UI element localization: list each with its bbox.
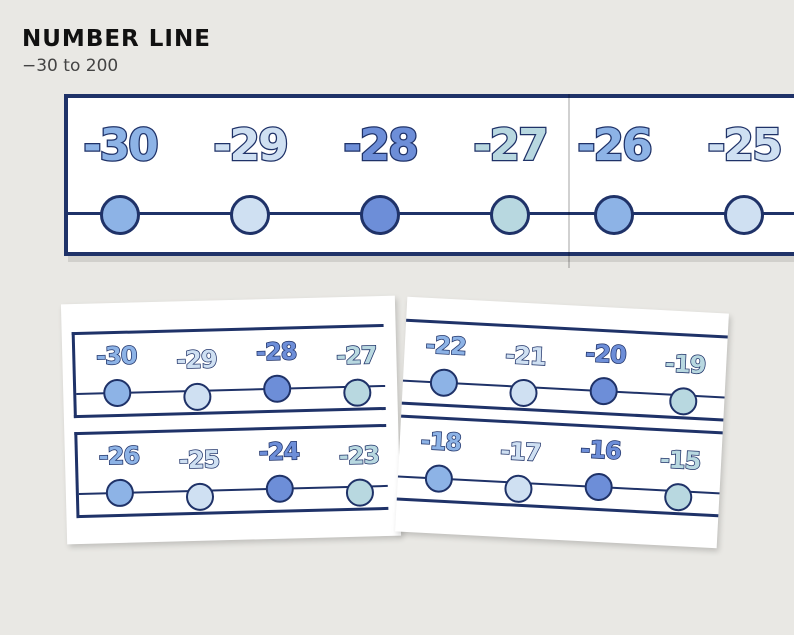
number-dot bbox=[583, 472, 614, 502]
banner-cell: -25 bbox=[684, 98, 794, 248]
card-left-strip-1: -30 -29 -28 -27 bbox=[71, 323, 386, 419]
strip-cell: -19 bbox=[647, 341, 721, 425]
number-dot bbox=[185, 482, 215, 512]
strip-cell: -25 bbox=[163, 437, 235, 519]
number-dot bbox=[424, 463, 454, 494]
number-label: -15 bbox=[659, 444, 702, 476]
number-label: -16 bbox=[579, 434, 622, 466]
number-label: -25 bbox=[178, 445, 221, 476]
banner-cell: -30 bbox=[60, 98, 180, 248]
number-label: -29 bbox=[175, 345, 218, 376]
number-dot bbox=[102, 378, 132, 408]
banner-number-line bbox=[68, 212, 794, 215]
number-dot bbox=[100, 195, 140, 235]
strip-cell: -15 bbox=[642, 436, 716, 520]
number-dot bbox=[345, 478, 375, 508]
number-label: -18 bbox=[419, 426, 462, 458]
strip-cell: -17 bbox=[482, 428, 556, 512]
number-label: -27 bbox=[335, 340, 378, 371]
number-dot bbox=[668, 386, 698, 417]
strip-cell: -18 bbox=[403, 418, 477, 502]
banner-cell: -29 bbox=[190, 98, 310, 248]
strip-cell: -27 bbox=[321, 333, 393, 415]
strip-cell: -29 bbox=[161, 337, 233, 419]
banner-cell: -26 bbox=[554, 98, 674, 248]
number-dot bbox=[724, 195, 764, 235]
number-label: -19 bbox=[664, 349, 707, 381]
strip-cell: -30 bbox=[81, 333, 153, 415]
page-title: NUMBER LINE bbox=[22, 26, 211, 52]
page-subtitle: −30 to 200 bbox=[22, 56, 119, 76]
strip-cell: -28 bbox=[241, 329, 313, 411]
card-left-strip-2: -26 -25 -24 -23 bbox=[74, 423, 389, 519]
banner-seam bbox=[568, 94, 570, 268]
card-left: -30 -29 -28 -27 -26 -25 -24 -23 bbox=[60, 295, 402, 545]
number-dot bbox=[663, 482, 693, 512]
number-dot bbox=[183, 382, 212, 412]
number-label: -23 bbox=[338, 440, 381, 471]
number-dot bbox=[594, 195, 634, 235]
number-dot bbox=[262, 374, 292, 404]
number-label: -26 bbox=[576, 119, 654, 173]
number-label: -28 bbox=[342, 119, 420, 173]
number-label: -29 bbox=[212, 119, 290, 173]
strip-cell: -24 bbox=[243, 429, 315, 511]
number-dot bbox=[105, 478, 135, 508]
strip-cell: -16 bbox=[563, 426, 637, 510]
number-label: -20 bbox=[584, 338, 627, 370]
number-label: -30 bbox=[95, 341, 138, 372]
number-dot bbox=[429, 368, 459, 398]
number-line-banner: -30 -29 -28 -27 -26 -25 bbox=[64, 94, 794, 256]
card-right-strip-2: -18 -17 -16 -15 bbox=[396, 414, 723, 520]
number-dot bbox=[588, 376, 619, 406]
strip-cell: -21 bbox=[487, 332, 561, 416]
number-label: -30 bbox=[82, 119, 160, 173]
strip-cell: -20 bbox=[568, 330, 642, 414]
number-dot bbox=[490, 195, 530, 235]
number-label: -25 bbox=[706, 119, 784, 173]
number-dot bbox=[342, 378, 372, 408]
number-dot bbox=[508, 378, 539, 408]
number-dot bbox=[503, 474, 534, 504]
strip-cell: -22 bbox=[408, 322, 482, 406]
strip-cell: -23 bbox=[323, 433, 395, 515]
card-right-strip-1: -22 -21 -20 -19 bbox=[401, 318, 728, 425]
strip-cell: -26 bbox=[83, 433, 155, 515]
number-label: -28 bbox=[255, 337, 298, 368]
number-label: -24 bbox=[258, 436, 301, 467]
number-label: -22 bbox=[424, 330, 467, 362]
card-right: -22 -21 -20 -19 -18 -17 -16 -15 bbox=[395, 296, 729, 549]
number-label: -27 bbox=[472, 119, 550, 173]
number-dot bbox=[230, 195, 270, 235]
number-dot bbox=[265, 474, 295, 504]
number-label: -17 bbox=[499, 436, 542, 468]
banner-cell: -27 bbox=[450, 98, 570, 248]
banner-cell: -28 bbox=[320, 98, 440, 248]
number-label: -21 bbox=[504, 340, 547, 372]
number-label: -26 bbox=[98, 441, 141, 472]
number-dot bbox=[360, 195, 400, 235]
